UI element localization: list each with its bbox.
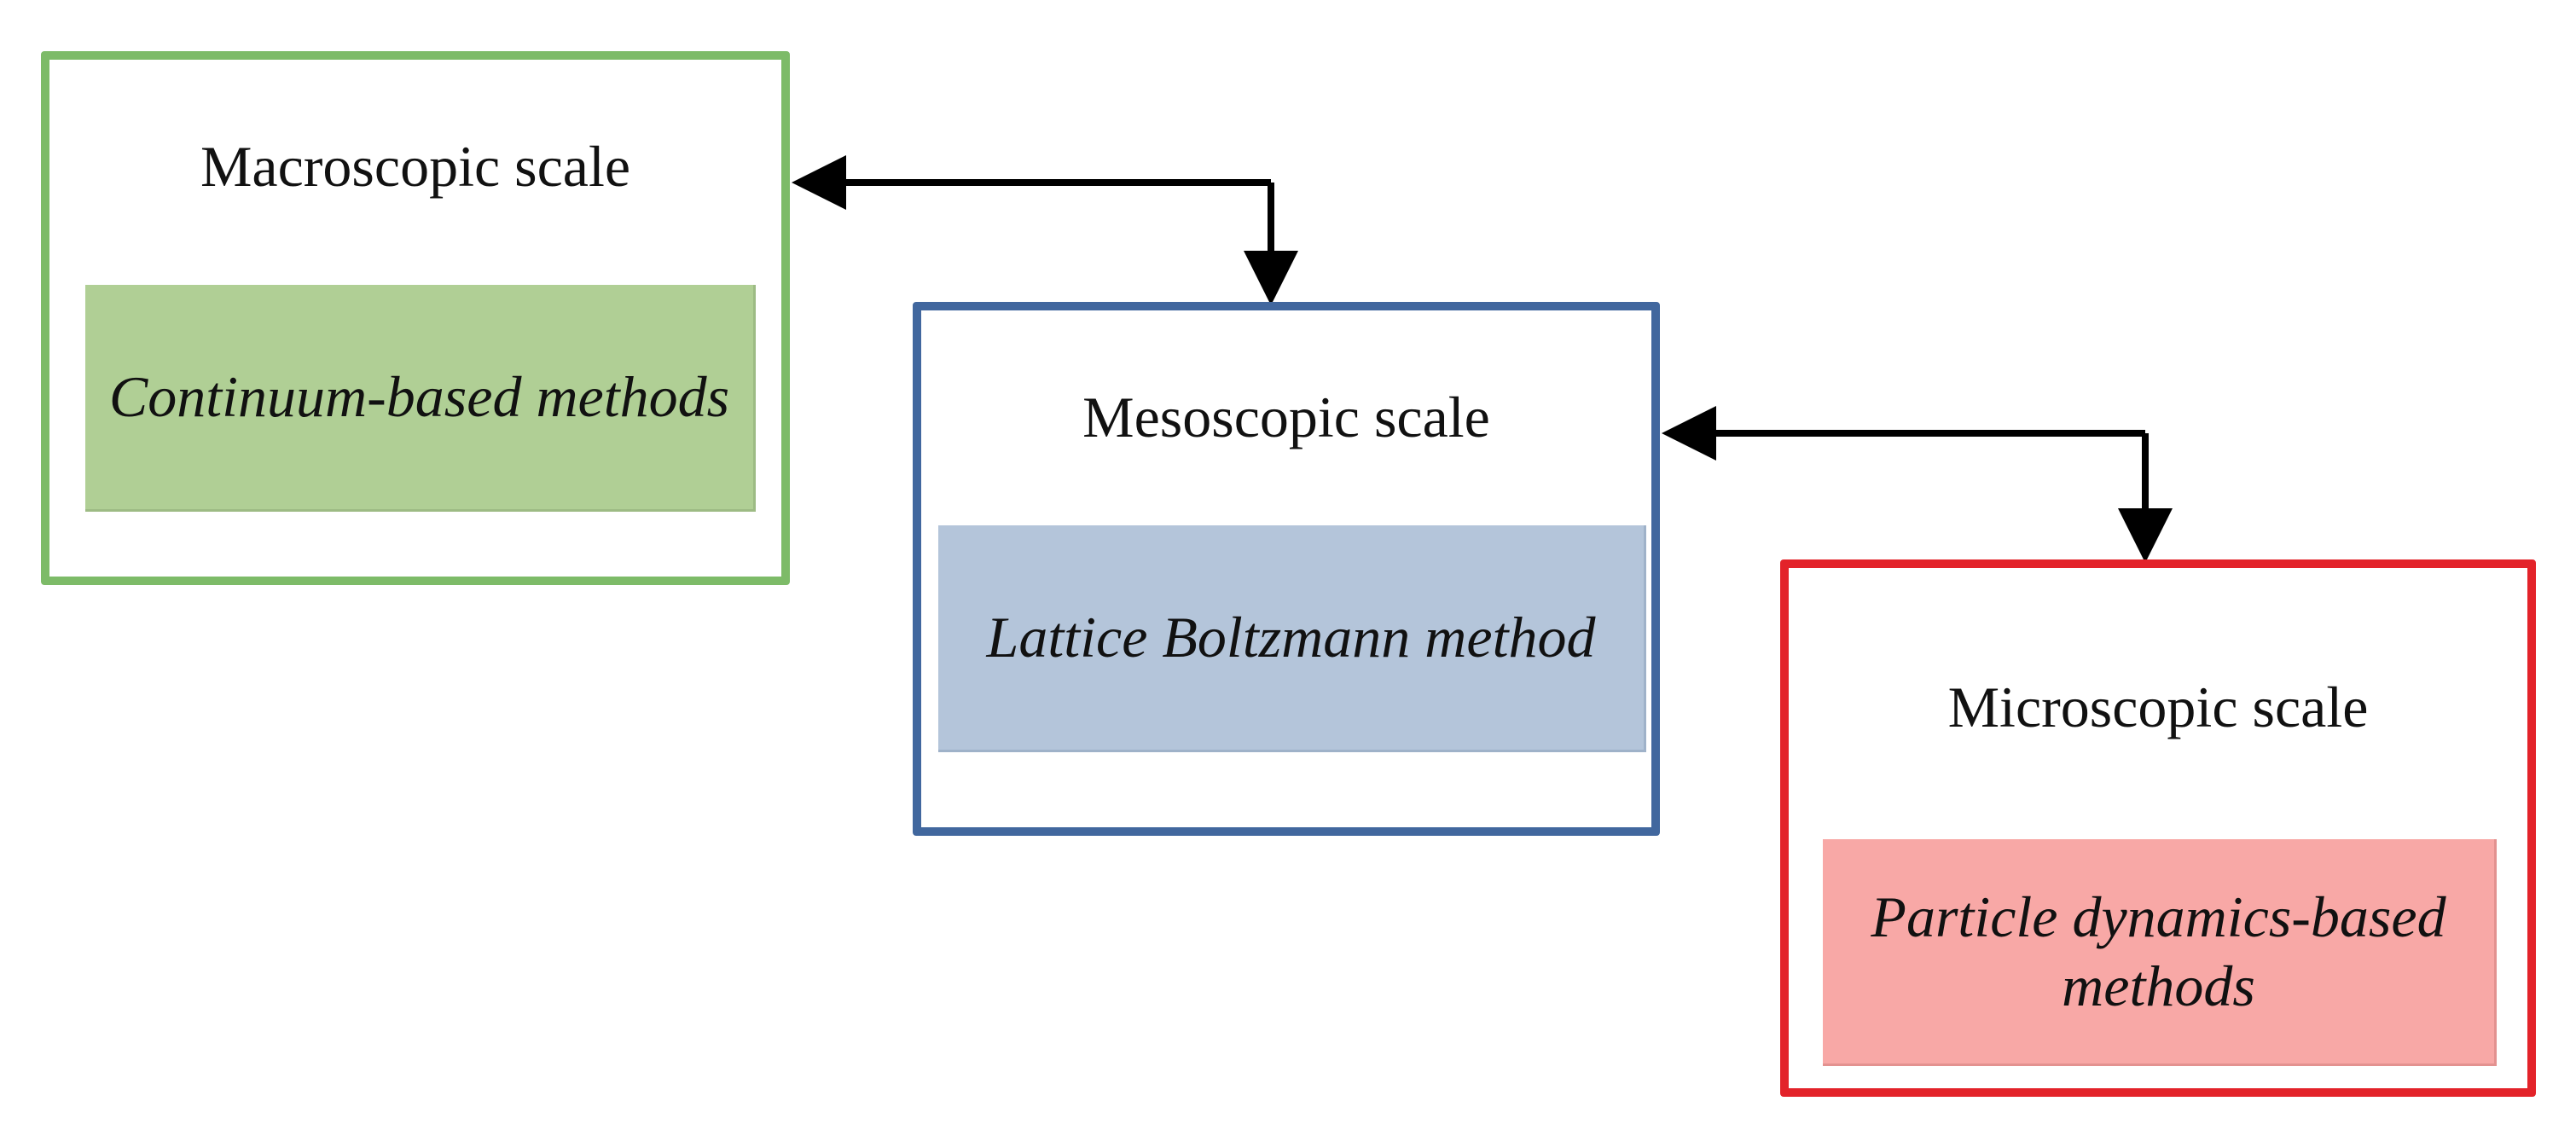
microscopic-scale-title: Microscopic scale (1947, 675, 2369, 739)
microscopic-scale-box: Microscopic scale Particle dynamics-base… (1780, 559, 2536, 1097)
lattice-boltzmann-box: Lattice Boltzmann method (938, 525, 1646, 752)
macroscopic-scale-title: Macroscopic scale (200, 134, 631, 199)
continuum-methods-box: Continuum-based methods (85, 285, 756, 512)
particle-dynamics-box: Particle dynamics-based methods (1823, 839, 2497, 1066)
macroscopic-scale-box: Macroscopic scale Continuum-based method… (41, 51, 790, 585)
mesoscopic-scale-box: Mesoscopic scale Lattice Boltzmann metho… (913, 302, 1660, 836)
mesoscopic-scale-title: Mesoscopic scale (1082, 385, 1490, 449)
